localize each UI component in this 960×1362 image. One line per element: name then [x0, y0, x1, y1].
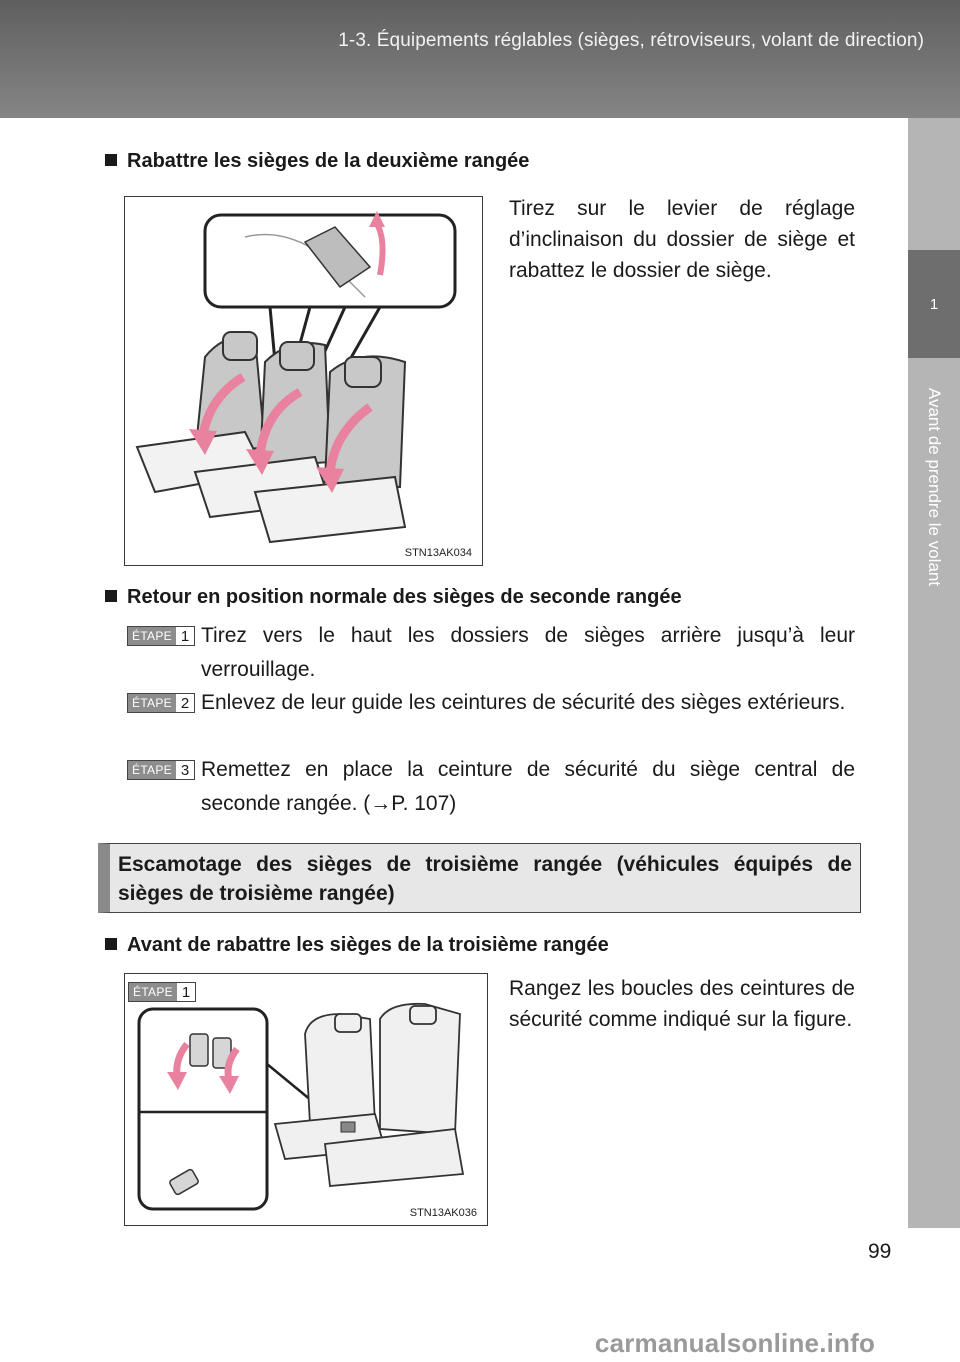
seat-fold-illustration [135, 211, 457, 544]
figure-third-row-buckles: ÉTAPE 1 STN13AK036 [124, 973, 488, 1226]
step-number: 2 [180, 694, 190, 712]
step-word: ÉTAPE [129, 983, 177, 1001]
step-word: ÉTAPE [128, 694, 176, 712]
step-number: 1 [180, 627, 190, 645]
section2-heading: Retour en position normale des sièges de… [105, 586, 682, 608]
figure-code: STN13AK034 [404, 547, 472, 559]
step-badge-2: ÉTAPE 2 [127, 693, 195, 713]
step-word: ÉTAPE [128, 627, 176, 645]
step-word: ÉTAPE [128, 761, 176, 779]
step-badge-1: ÉTAPE 1 [127, 626, 195, 646]
figure-second-row-fold: STN13AK034 [124, 196, 483, 566]
watermark: carmanualsonline.info [510, 1324, 960, 1362]
section1-text: Tirez sur le levier de réglage d’inclina… [509, 197, 855, 282]
section3-text: Rangez les boucles des ceintures de sécu… [509, 977, 855, 1031]
step-badge-3: ÉTAPE 3 [127, 760, 195, 780]
side-tab-label: Avant de prendre le volant [925, 387, 944, 587]
buckle-illustration [137, 1002, 465, 1211]
step-number: 3 [180, 761, 190, 779]
step-1-text: Tirez vers le haut les dossiers de siège… [201, 624, 855, 681]
figure-code: STN13AK036 [409, 1207, 477, 1219]
page-number: 99 [868, 1240, 892, 1263]
step-3-text: Remettez en place la ceinture de sécurit… [201, 758, 855, 815]
chapter-title: 1-3. Équipements réglables (sièges, rétr… [338, 30, 924, 51]
section1-heading: Rabattre les sièges de la deuxième rangé… [104, 150, 530, 172]
section-title-box: Escamotage des sièges de troisième rangé… [98, 843, 861, 913]
section3-heading: Avant de rabattre les sièges de la trois… [105, 934, 609, 956]
step-2-text: Enlevez de leur guide les ceintures de s… [201, 691, 846, 714]
step-badge-figure: ÉTAPE 1 [128, 982, 196, 1002]
side-tab-number: 1 [908, 250, 960, 358]
step-number: 1 [181, 983, 191, 1001]
page-header: 1-3. Équipements réglables (sièges, rétr… [0, 0, 960, 118]
